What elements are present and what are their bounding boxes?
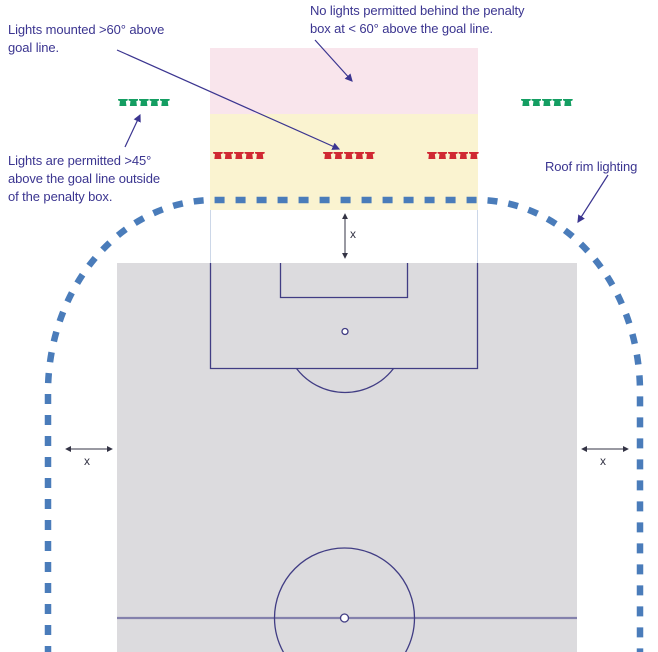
red-light-icon — [354, 152, 365, 159]
roof-rim-lighting-path — [44, 196, 644, 652]
red-light-icon — [213, 152, 223, 159]
green-light-icon — [521, 99, 531, 106]
green-light-icon — [128, 99, 139, 106]
red-light-icon — [233, 152, 244, 159]
green-light-icon — [541, 99, 552, 106]
green-light-icon — [138, 99, 149, 106]
note-line: of the penalty box. — [8, 189, 113, 204]
note-line: Roof rim lighting — [545, 159, 638, 174]
penalty-spot — [341, 327, 349, 336]
red-light-icon — [427, 152, 437, 159]
green-light-icon — [118, 99, 128, 106]
dim-label-left-side: x — [84, 454, 90, 468]
red-light-icon — [364, 152, 375, 159]
note-roof-rim: Roof rim lighting — [545, 158, 655, 176]
light-cluster-green — [118, 99, 170, 106]
green-light-icon — [562, 99, 573, 106]
note-mounted-60: Lights mounted >60° above goal line. — [8, 21, 198, 57]
light-cluster-red — [427, 152, 479, 159]
red-light-icon — [343, 152, 354, 159]
pitch-area — [117, 263, 577, 652]
green-light-icon — [531, 99, 542, 106]
note-line: No lights permitted behind the penalty — [310, 3, 525, 18]
pointer-permitted-45 — [124, 113, 141, 148]
center-circle — [273, 547, 416, 652]
pointer-mounted-60 — [116, 49, 341, 150]
note-no-lights: No lights permitted behind the penalty b… — [310, 2, 560, 38]
note-permitted-45: Lights are permitted >45° above the goal… — [8, 152, 208, 206]
goal-area-line — [279, 263, 409, 299]
red-light-icon — [447, 152, 458, 159]
note-line: goal line. — [8, 40, 60, 55]
penalty-arc — [295, 368, 395, 394]
penalty-box-line — [209, 263, 479, 370]
red-light-icon — [244, 152, 255, 159]
green-light-icon — [149, 99, 160, 106]
note-line: Lights are permitted >45° — [8, 153, 152, 168]
red-light-icon — [254, 152, 265, 159]
light-cluster-green — [521, 99, 573, 106]
zone-no-lights — [210, 48, 478, 114]
red-light-icon — [323, 152, 333, 159]
light-cluster-red — [213, 152, 265, 159]
green-light-icon — [552, 99, 563, 106]
dim-label-behind-goal: x — [350, 227, 356, 241]
note-line: above the goal line outside — [8, 171, 160, 186]
red-light-icon — [223, 152, 234, 159]
note-line: box at < 60° above the goal line. — [310, 21, 493, 36]
zone-permitted-45 — [210, 114, 478, 210]
green-light-icon — [159, 99, 170, 106]
pointer-no-lights — [314, 39, 353, 82]
light-cluster-red — [323, 152, 375, 159]
red-light-icon — [468, 152, 479, 159]
red-light-icon — [458, 152, 469, 159]
red-light-icon — [437, 152, 448, 159]
pointer-roof-rim — [577, 174, 609, 223]
note-line: Lights mounted >60° above — [8, 22, 165, 37]
red-light-icon — [333, 152, 344, 159]
center-spot — [339, 613, 350, 623]
dim-label-right-side: x — [600, 454, 606, 468]
